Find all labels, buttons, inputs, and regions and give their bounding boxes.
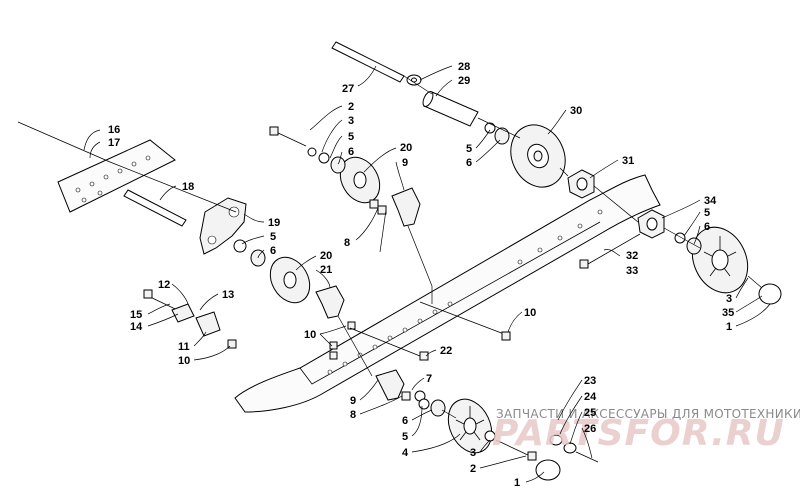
callout-30: 30 [570,105,582,117]
callout-18: 18 [182,181,194,193]
callout-28: 28 [458,61,470,73]
callout-5-right: 5 [704,207,710,219]
cap-1-right [758,283,782,305]
callout-24: 24 [584,391,597,403]
callout-22: 22 [440,345,452,357]
callout-6-right: 6 [704,221,710,233]
cap-1-lower [535,459,561,481]
idler-wheel-4 [447,398,493,454]
callout-20-upper: 20 [400,142,412,154]
callout-5-lower: 5 [402,431,408,443]
callout-6-lower: 6 [402,415,408,427]
callout-8-lower: 8 [350,409,356,421]
hub-34 [637,209,665,239]
spacer-29 [422,91,479,127]
watermark-caption: ЗАПЧАСТИ И АКСЕССУАРЫ ДЛЯ МОТОТЕХНИКИ [496,407,800,421]
callout-6-upper-right: 6 [466,157,472,169]
callout-14: 14 [130,321,143,333]
left-rail-fragment [57,139,176,213]
callout-16: 16 [108,124,120,136]
callout-5-upper-right: 5 [466,143,472,155]
callout-3-upper: 3 [348,115,354,127]
bolt-32-33 [579,233,641,269]
hub-31 [567,169,595,199]
callout-33: 33 [626,265,638,277]
small-washers-upper [307,147,346,174]
callout-17: 17 [108,137,120,149]
callout-10-mid: 10 [304,329,316,341]
axle-18 [123,189,187,227]
callout-labels: 16 17 18 19 5 6 20 21 2 3 5 6 20 9 8 27 … [108,61,734,489]
callout-26: 26 [584,423,596,435]
main-slide-rail [234,174,661,413]
callout-11: 11 [178,341,190,353]
callout-12: 12 [158,279,170,291]
small-washers-mid [233,239,266,267]
callout-9-upper: 9 [402,157,408,169]
axle-27 [331,41,405,83]
lower-hardware [401,390,599,463]
callout-8-upper: 8 [344,237,350,249]
callout-34: 34 [704,195,717,207]
clamp-11-14 [143,289,237,349]
callout-2-lower: 2 [470,463,476,475]
callout-23: 23 [584,375,596,387]
callout-6-mid: 6 [270,245,276,257]
callout-7: 7 [426,373,432,385]
bearing-5-6-upper-right [484,122,510,145]
callout-20-lower: 20 [320,250,332,262]
callout-4: 4 [402,447,409,459]
callout-25: 25 [584,407,596,419]
bolt-2-upper [269,126,307,147]
callout-leaders [83,65,771,483]
callout-35: 35 [722,307,734,319]
arm-9-upper [391,187,421,227]
callout-19: 19 [268,217,280,229]
wheel-20-lower [269,256,311,304]
callout-31: 31 [622,155,634,167]
nuts-8-upper [369,199,387,215]
callout-13: 13 [222,289,234,301]
main-rail-holes [327,209,603,375]
callout-10-right: 10 [524,307,536,319]
callout-29: 29 [458,75,470,87]
callout-1-lower: 1 [514,477,520,489]
callout-1-right: 1 [726,321,732,333]
callout-3-lower: 3 [470,447,476,459]
arm-21 [315,285,345,319]
callout-6-upper: 6 [348,146,354,158]
idler-wheel-30 [510,124,566,188]
left-rail-holes [75,155,151,203]
callout-15: 15 [130,309,142,321]
watermark-logo: PARTSFOR.RU [492,413,785,454]
callout-27: 27 [342,83,354,95]
shaft-16 [17,121,111,163]
pivot-bracket-19 [199,197,247,255]
callout-5-upper: 5 [348,131,354,143]
callout-3-right: 3 [726,293,732,305]
callout-10-left: 10 [178,355,190,367]
idler-wheel-34 [691,226,749,294]
callout-9-lower: 9 [350,395,356,407]
callout-32: 32 [626,250,638,262]
callout-5-mid: 5 [270,231,276,243]
wheel-20-upper [339,156,381,204]
callout-2-upper: 2 [348,101,354,113]
washer-28 [406,74,422,86]
callout-21: 21 [320,264,332,276]
arm-9-lower [375,369,405,401]
fastener-10-mid [329,301,511,361]
